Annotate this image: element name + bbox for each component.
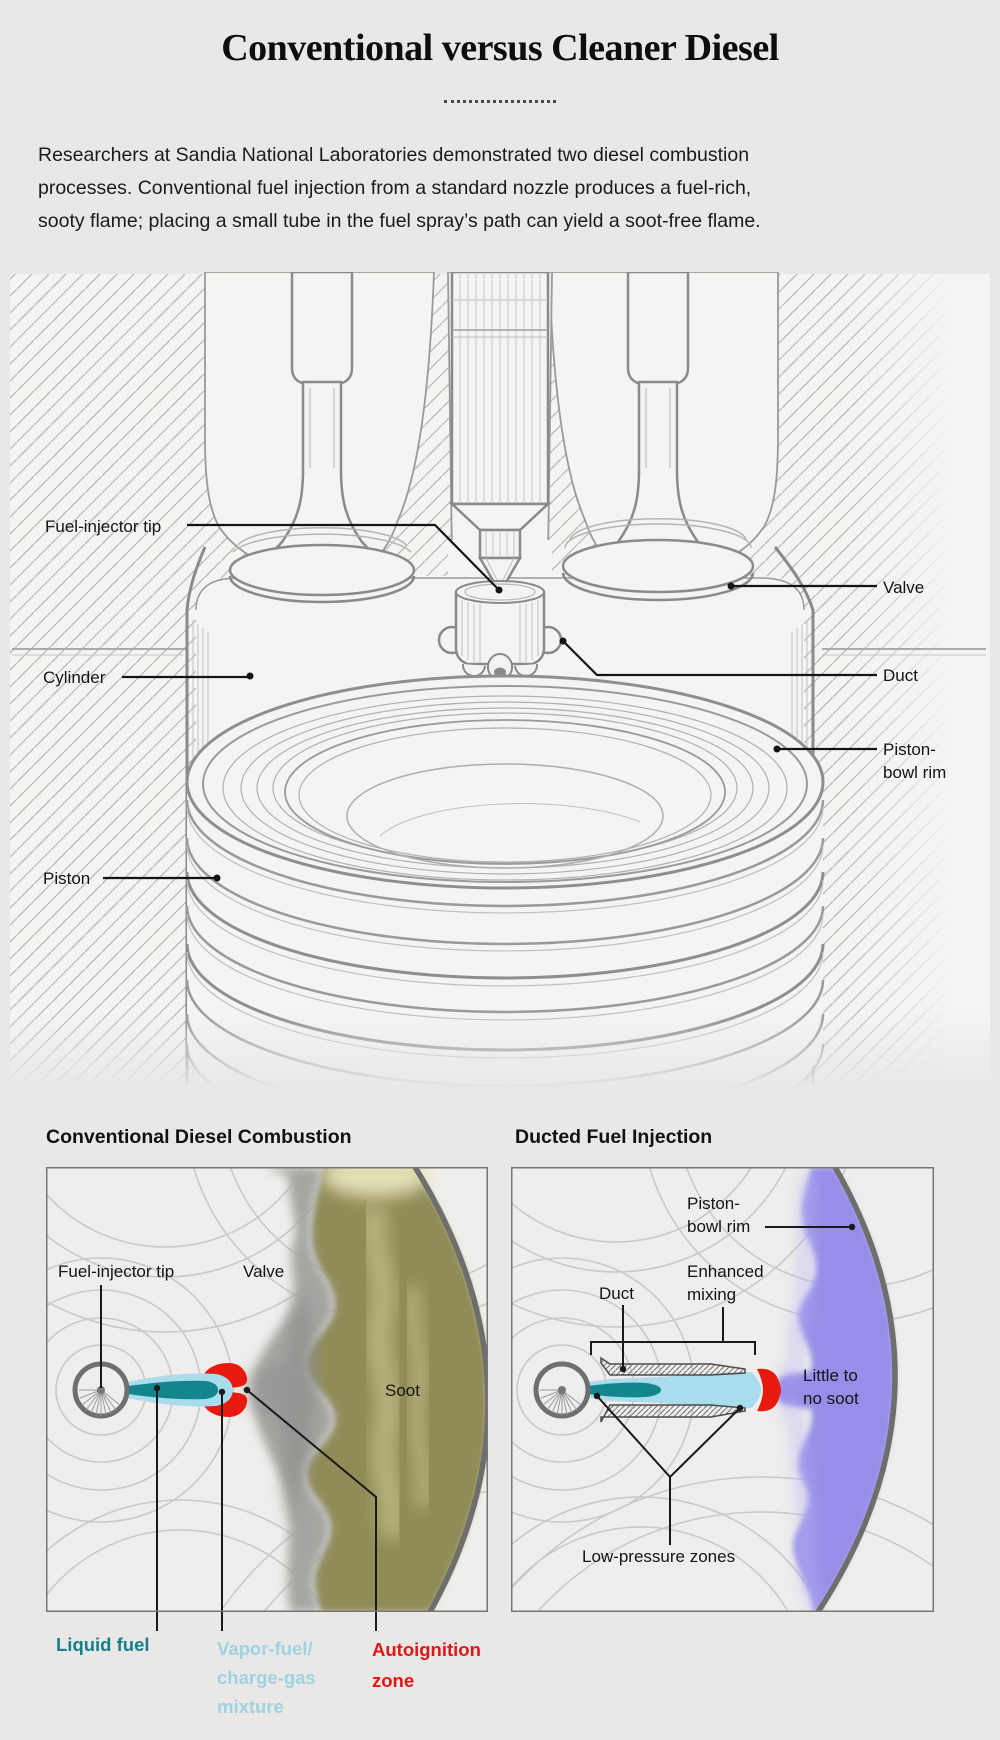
clean-flame <box>774 1167 896 1612</box>
label-cylinder: Cylinder <box>43 668 106 687</box>
label-valve: Valve <box>883 578 925 597</box>
intro-line-1: Researchers at Sandia National Laborator… <box>38 144 750 166</box>
label-piston: Piston <box>43 869 91 888</box>
intro-paragraph: Researchers at Sandia National Laborator… <box>38 139 938 238</box>
ducted-fuel-injection-panel <box>511 1167 934 1612</box>
smoke-plume <box>246 1167 335 1612</box>
injector-duct-cup <box>437 580 563 681</box>
conventional-panel-heading: Conventional Diesel Combustion <box>46 1126 352 1148</box>
page-title: Conventional versus Cleaner Diesel <box>221 27 779 69</box>
ducted-panel-heading: Ducted Fuel Injection <box>515 1126 713 1148</box>
panel-label-low-pressure-zones: Low-pressure zones <box>582 1547 736 1566</box>
panel-label-piston-bowl-rim: Piston- bowl rim <box>687 1194 751 1236</box>
intro-line-2: processes. Conventional fuel injection f… <box>38 177 752 199</box>
panel-leader-lines <box>590 1223 856 1545</box>
autoignition-zone <box>757 1368 781 1412</box>
deck-lines <box>12 648 986 656</box>
fuel-injector <box>448 272 552 595</box>
conventional-combustion-panel <box>46 1167 488 1631</box>
piston-bowl-rim-arc <box>815 1167 898 1612</box>
duct-tube <box>600 1356 746 1423</box>
panel-label-duct: Duct <box>599 1284 634 1303</box>
liquid-fuel-jet <box>103 1380 218 1400</box>
piston <box>185 674 825 1090</box>
right-valve <box>561 272 755 602</box>
soot-cloud <box>305 1167 488 1612</box>
legend-autoignition: Autoignition zone <box>372 1639 481 1691</box>
injector-nozzle <box>533 1361 591 1419</box>
left-valve <box>228 272 416 604</box>
label-piston-bowl-rim: Piston- bowl rim <box>883 740 947 782</box>
panel-label-valve: Valve <box>243 1262 285 1281</box>
engine-cutaway-illustration <box>0 272 1000 1090</box>
legend-liquid-fuel: Liquid fuel <box>56 1634 150 1655</box>
title-divider <box>444 100 556 103</box>
panel-label-fuel-injector-tip: Fuel-injector tip <box>58 1262 175 1281</box>
label-fuel-injector-tip: Fuel-injector tip <box>45 517 162 536</box>
panel-label-soot: Soot <box>385 1381 420 1400</box>
panel-label-little-no-soot: Little to no soot <box>803 1366 859 1408</box>
vapor-spray <box>564 1372 761 1408</box>
panel-label-enhanced-mixing: Enhanced mixing <box>687 1262 764 1304</box>
panel-leader-lines <box>100 1285 377 1631</box>
label-duct: Duct <box>883 666 918 685</box>
leader-lines <box>103 523 877 882</box>
legend-vapor-mixture: Vapor-fuel/ charge-gas mixture <box>217 1638 316 1717</box>
intro-line-3: sooty flame; placing a small tube in the… <box>38 210 761 232</box>
